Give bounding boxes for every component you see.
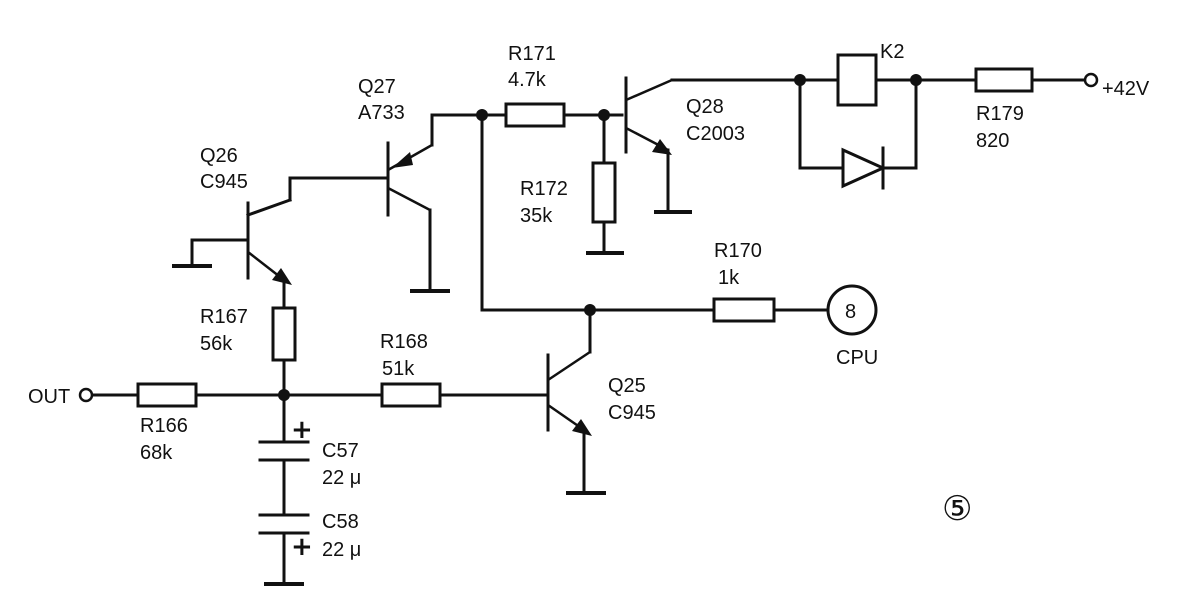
supply-voltage-label: +42V	[1102, 78, 1150, 100]
cpu-pin-circle	[826, 284, 878, 336]
resistor-r166	[136, 382, 198, 408]
r179-ref: R179	[976, 103, 1024, 125]
r172-value: 35k	[520, 205, 553, 227]
r179-value: 820	[976, 130, 1009, 152]
q26-part: C945	[200, 171, 248, 193]
transistor-q27	[386, 141, 433, 217]
r168-ref: R168	[380, 331, 428, 353]
q25-ref: Q25	[608, 375, 646, 397]
r170-value: 1k	[718, 267, 740, 289]
output-label: OUT	[28, 386, 70, 408]
junction-dots	[278, 74, 922, 401]
transistor-q26	[246, 201, 292, 285]
resistor-r170	[712, 297, 776, 323]
k2-ref: K2	[880, 41, 904, 63]
r166-value: 68k	[140, 442, 173, 464]
c58-ref: C58	[322, 511, 359, 533]
c57-polarity-mark: +	[291, 415, 313, 445]
c58-value: 22 μ	[322, 539, 361, 561]
r171-value: 4.7k	[508, 69, 547, 91]
r167-ref: R167	[200, 306, 248, 328]
wires	[90, 78, 1086, 585]
resistor-r179	[974, 67, 1034, 93]
r170-ref: R170	[714, 240, 762, 262]
q27-ref: Q27	[358, 76, 396, 98]
r168-value: 51k	[382, 358, 415, 380]
q25-part: C945	[608, 402, 656, 424]
flyback-diode	[841, 146, 887, 190]
ground-symbols	[172, 210, 692, 586]
r166-ref: R166	[140, 415, 188, 437]
r167-value: 56k	[200, 333, 233, 355]
figure-number: ⑤	[942, 489, 972, 529]
q28-ref: Q28	[686, 96, 724, 118]
transistor-q25	[546, 350, 592, 436]
r172-ref: R172	[520, 178, 568, 200]
c57-value: 22 μ	[322, 467, 361, 489]
transistor-q28	[624, 76, 673, 155]
relay-k2-coil	[836, 53, 878, 107]
cpu-pin-number: 8	[845, 301, 856, 323]
resistor-r168	[380, 382, 442, 408]
c57-ref: C57	[322, 440, 359, 462]
q28-part: C2003	[686, 123, 745, 145]
r171-ref: R171	[508, 43, 556, 65]
capacitor-c58	[258, 513, 310, 535]
resistor-r172	[591, 161, 617, 224]
q26-ref: Q26	[200, 145, 238, 167]
cpu-label: CPU	[836, 347, 878, 369]
c58-polarity-mark: +	[291, 532, 313, 562]
capacitor-c57	[258, 440, 310, 462]
resistor-r167	[271, 306, 297, 362]
q27-part: A733	[358, 102, 405, 124]
resistor-r171	[504, 102, 566, 128]
supply-terminal	[1083, 72, 1099, 88]
output-terminal	[78, 387, 94, 403]
